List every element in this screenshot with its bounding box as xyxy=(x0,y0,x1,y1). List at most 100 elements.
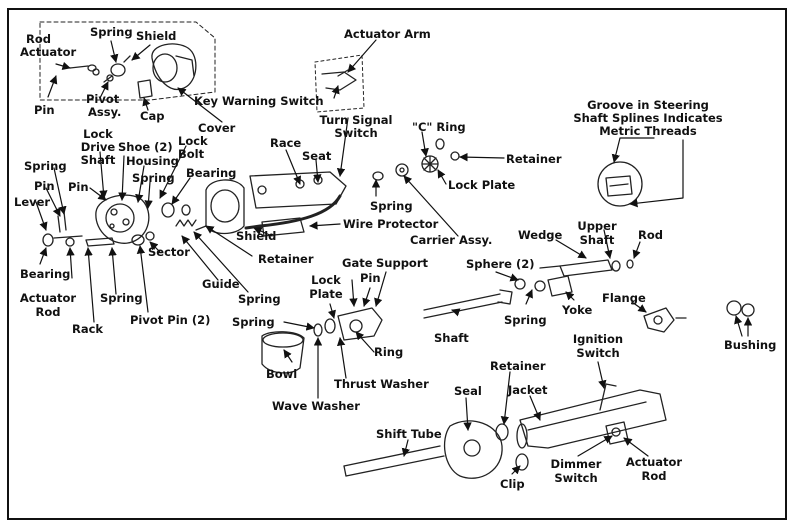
label-ignition: Ignition xyxy=(572,332,624,346)
label-actuator-arm: Actuator Arm xyxy=(344,27,431,41)
label-lock: Lock xyxy=(83,127,113,141)
label-upper-shaft-2: Shaft xyxy=(579,233,615,247)
label-spring-mid: Spring xyxy=(132,171,175,185)
switch-cylinder-part xyxy=(205,179,245,235)
label-bushing: Bushing xyxy=(724,338,777,352)
label-guide: Guide xyxy=(202,277,240,291)
label-bearing-left: Bearing xyxy=(20,267,71,281)
label-spring-top: Spring xyxy=(90,25,133,39)
label-pin-mid: Pin xyxy=(68,180,89,194)
label-spring-left: Spring xyxy=(24,159,67,173)
label-pin-left: Pin xyxy=(34,179,55,193)
label-spring-sphere: Spring xyxy=(504,313,547,327)
label-retainer-right: Retainer xyxy=(506,152,562,166)
label-spring-guide: Spring xyxy=(238,292,281,306)
label-wedge: Wedge xyxy=(518,228,563,242)
lock-housing-part xyxy=(95,194,150,244)
lock-plate-part xyxy=(421,138,460,173)
label-shaft: Shaft xyxy=(434,331,469,345)
label-actuator-rod-right-1: Actuator xyxy=(625,455,683,469)
pivot-assy-part xyxy=(103,55,131,83)
steering-shaft-part xyxy=(423,289,513,319)
label-groove-3: Metric Threads xyxy=(599,124,697,138)
shift-tube-part xyxy=(343,445,445,477)
label-shaft: Shaft xyxy=(80,153,116,167)
label-lock-bolt-2: Bolt xyxy=(178,147,205,161)
label-actuator-rod-left-1: Actuator xyxy=(19,291,77,305)
label-rod: Rod xyxy=(26,32,51,46)
label-lock-plate-2-2: Plate xyxy=(309,287,343,301)
label-actuator-rod-left-2: Rod xyxy=(35,305,61,319)
turn-signal-switch-part xyxy=(249,171,347,209)
label-ignition-switch: Switch xyxy=(576,346,620,360)
seal-part xyxy=(443,420,503,479)
label-spring-bowl: Spring xyxy=(232,315,275,329)
label-pivot-pin-2: Pivot Pin (2) xyxy=(130,313,211,327)
label-shift-tube: Shift Tube xyxy=(376,427,442,441)
label-gate: Gate xyxy=(342,256,373,270)
leader-lines xyxy=(35,39,753,475)
label-key-warning-switch: Key Warning Switch xyxy=(194,94,324,108)
label-switch: Switch xyxy=(334,126,378,140)
label-turn-signal: Turn Signal xyxy=(319,113,393,127)
label-shoe-2: Shoe (2) xyxy=(118,140,173,154)
label-dimmer: Dimmer xyxy=(550,457,602,471)
label-drive: Drive xyxy=(80,140,116,154)
diagram-frame xyxy=(7,8,787,520)
actuator-arm-box xyxy=(314,54,365,113)
lever-assembly-part xyxy=(42,211,83,247)
label-flange: Flange xyxy=(602,291,646,305)
sphere-yoke-part xyxy=(514,275,573,297)
lock-plate-gate-part xyxy=(313,307,383,341)
label-lever: Lever xyxy=(14,195,51,209)
label-groove-2: Shaft Splines Indicates xyxy=(573,111,723,125)
label-sector: Sector xyxy=(148,245,190,259)
upper-shaft-part xyxy=(539,259,634,277)
label-pivot: Pivot xyxy=(86,92,120,106)
label-upper-shaft-1: Upper xyxy=(577,219,617,233)
rack-sector-part xyxy=(85,231,155,247)
label-seat: Seat xyxy=(302,149,332,163)
bushing-part xyxy=(726,300,755,317)
label-lock-plate: Lock Plate xyxy=(448,178,516,192)
retainer-low-part xyxy=(495,423,509,441)
label-lock-bolt-1: Lock xyxy=(178,134,208,148)
label-wave-washer: Wave Washer xyxy=(272,399,360,413)
wire-protector-part xyxy=(244,194,342,237)
groove-detail-part xyxy=(597,161,643,207)
label-carrier-assy: Carrier Assy. xyxy=(410,233,493,247)
label-yoke: Yoke xyxy=(562,303,593,317)
clip-part xyxy=(515,453,529,471)
label-c-ring: "C" Ring xyxy=(412,120,466,134)
label-rack: Rack xyxy=(72,322,104,336)
label-shield-top: Shield xyxy=(136,29,177,43)
bearing-mid-part xyxy=(161,202,191,218)
label-actuator-rod-right-2: Rod xyxy=(641,469,667,483)
label-pin-top: Pin xyxy=(34,103,55,117)
label-ring: Ring xyxy=(374,345,404,359)
label-groove-1: Groove in Steering xyxy=(587,98,709,112)
label-clip: Clip xyxy=(500,477,525,491)
cover-part xyxy=(151,43,197,90)
label-cover: Cover xyxy=(198,121,236,135)
label-spring-lower: Spring xyxy=(100,291,143,305)
label-dimmer-switch: Switch xyxy=(554,471,598,485)
bowl-part xyxy=(261,331,305,374)
label-race: Race xyxy=(270,136,302,150)
actuator-arm-part xyxy=(321,69,357,91)
inset-dashed-box xyxy=(39,21,216,101)
label-shield-mid: Shield xyxy=(236,229,277,243)
label-lock-plate-2-1: Lock xyxy=(311,273,341,287)
label-spring-switch: Spring xyxy=(370,199,413,213)
label-wire-protector: Wire Protector xyxy=(343,217,439,231)
cap-part xyxy=(137,79,153,99)
label-jacket: Jacket xyxy=(508,383,548,397)
spring-guide-part xyxy=(175,219,207,231)
label-cap: Cap xyxy=(140,109,165,123)
carrier-assy-part xyxy=(372,163,409,181)
label-retainer-mid: Retainer xyxy=(258,252,314,266)
flange-part xyxy=(643,307,687,333)
label-seal: Seal xyxy=(454,384,482,398)
label-assy: Assy. xyxy=(88,105,122,119)
